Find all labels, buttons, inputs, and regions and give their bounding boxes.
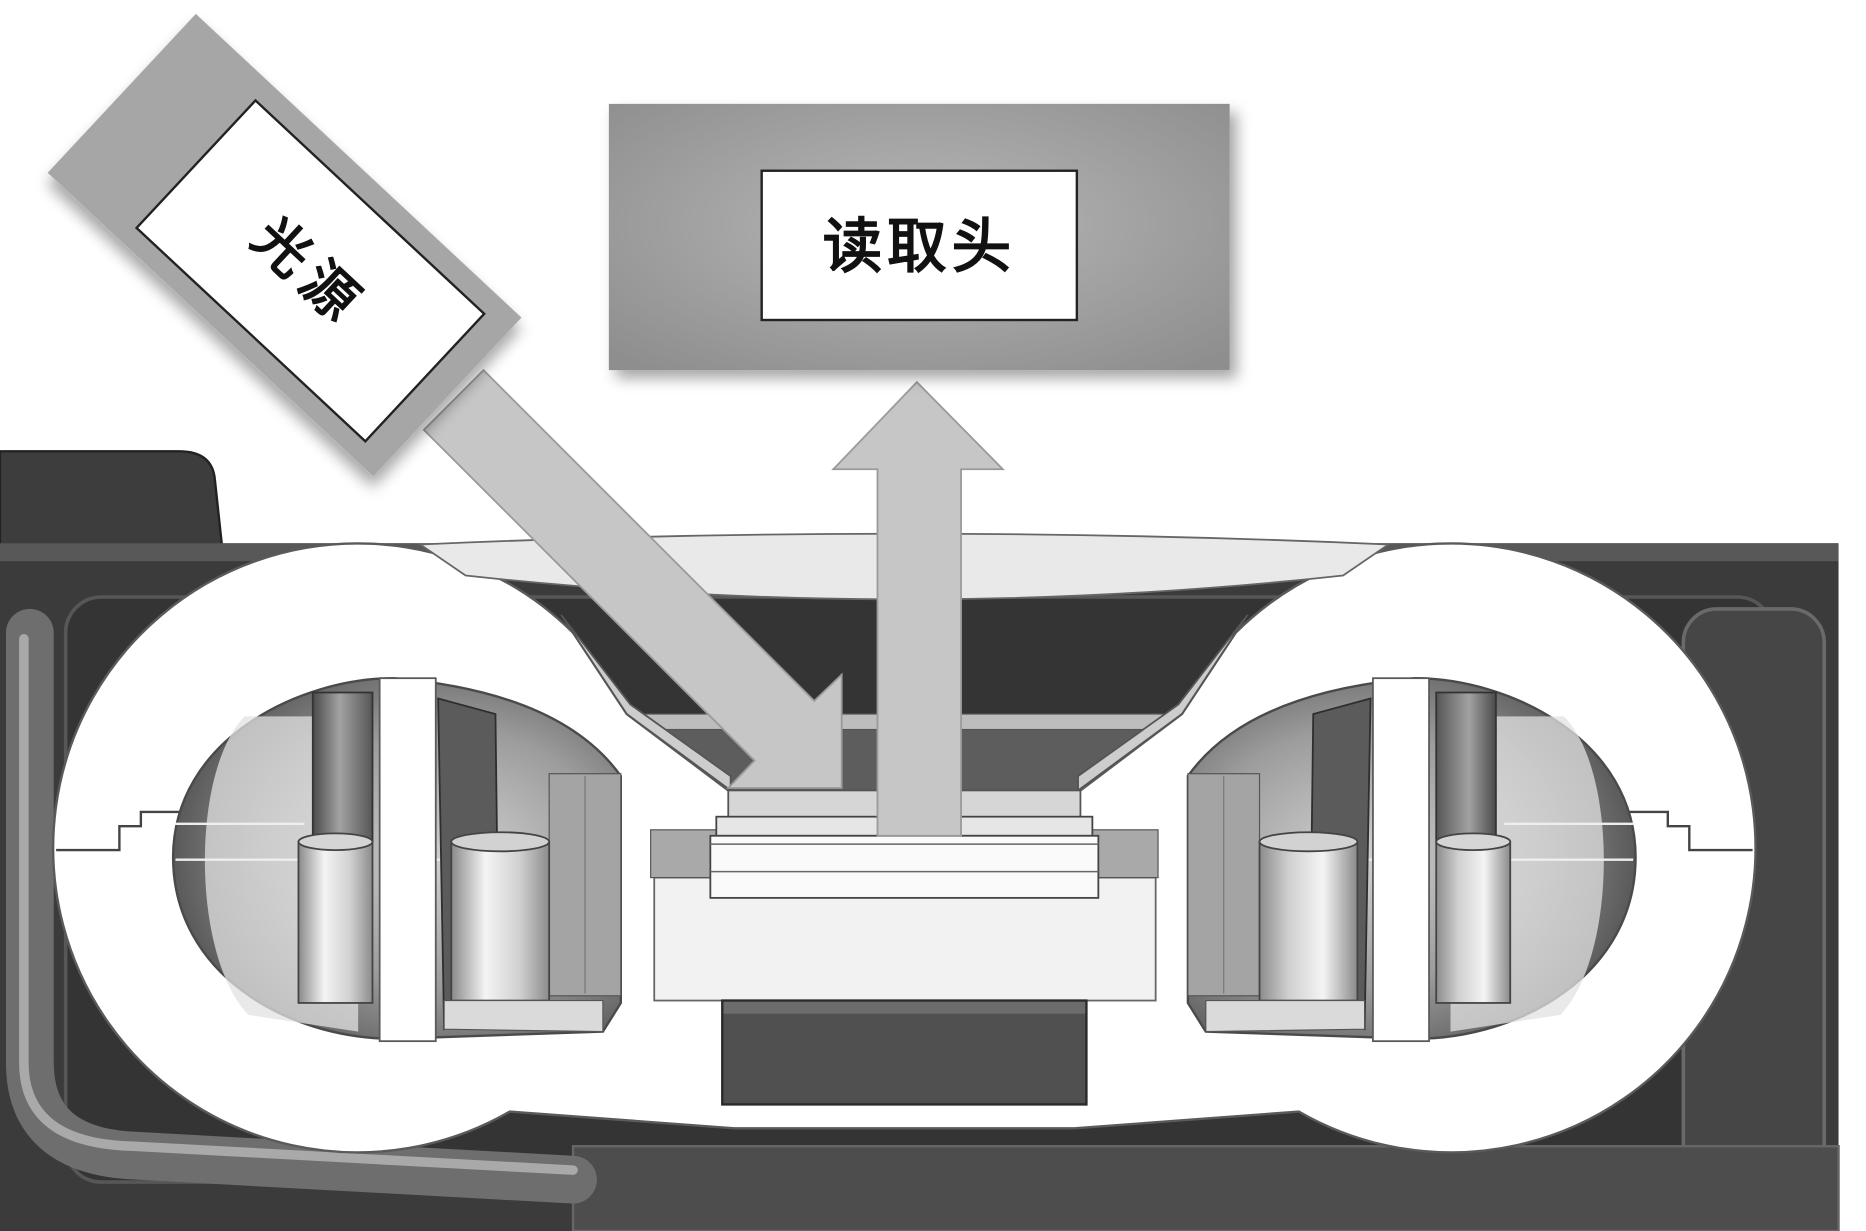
reflected-light-arrow <box>831 380 1005 837</box>
well-floor <box>443 999 604 1033</box>
left-sample-well <box>56 614 732 1043</box>
well-pin-upper <box>311 691 374 843</box>
read-head-label: 读取头 <box>823 212 1016 282</box>
well-cylinder-top <box>450 831 551 853</box>
light-source-box: 光源 <box>47 13 522 477</box>
well-pin-lower <box>297 840 374 1004</box>
bottom-block-bevel <box>723 1001 1086 1014</box>
bottom-rail <box>571 1145 1840 1231</box>
light-source-label-box <box>134 98 486 443</box>
bottom-block <box>721 999 1088 1106</box>
test-strip <box>709 834 1100 899</box>
left-edge-tube-highlight <box>19 634 578 1175</box>
holder-notch <box>56 810 180 852</box>
device-left-ridge <box>0 450 224 549</box>
incident-light-arrow <box>422 368 843 789</box>
well-cylinder <box>450 840 551 1002</box>
well-pin-top <box>297 832 374 852</box>
read-head-box: 读取头 <box>608 103 1230 371</box>
channel-right-step <box>1091 829 1159 879</box>
well-divider <box>378 677 437 1043</box>
read-head-label-box <box>760 169 1079 322</box>
detection-channel <box>650 789 1159 1106</box>
channel-left-step <box>650 829 717 879</box>
